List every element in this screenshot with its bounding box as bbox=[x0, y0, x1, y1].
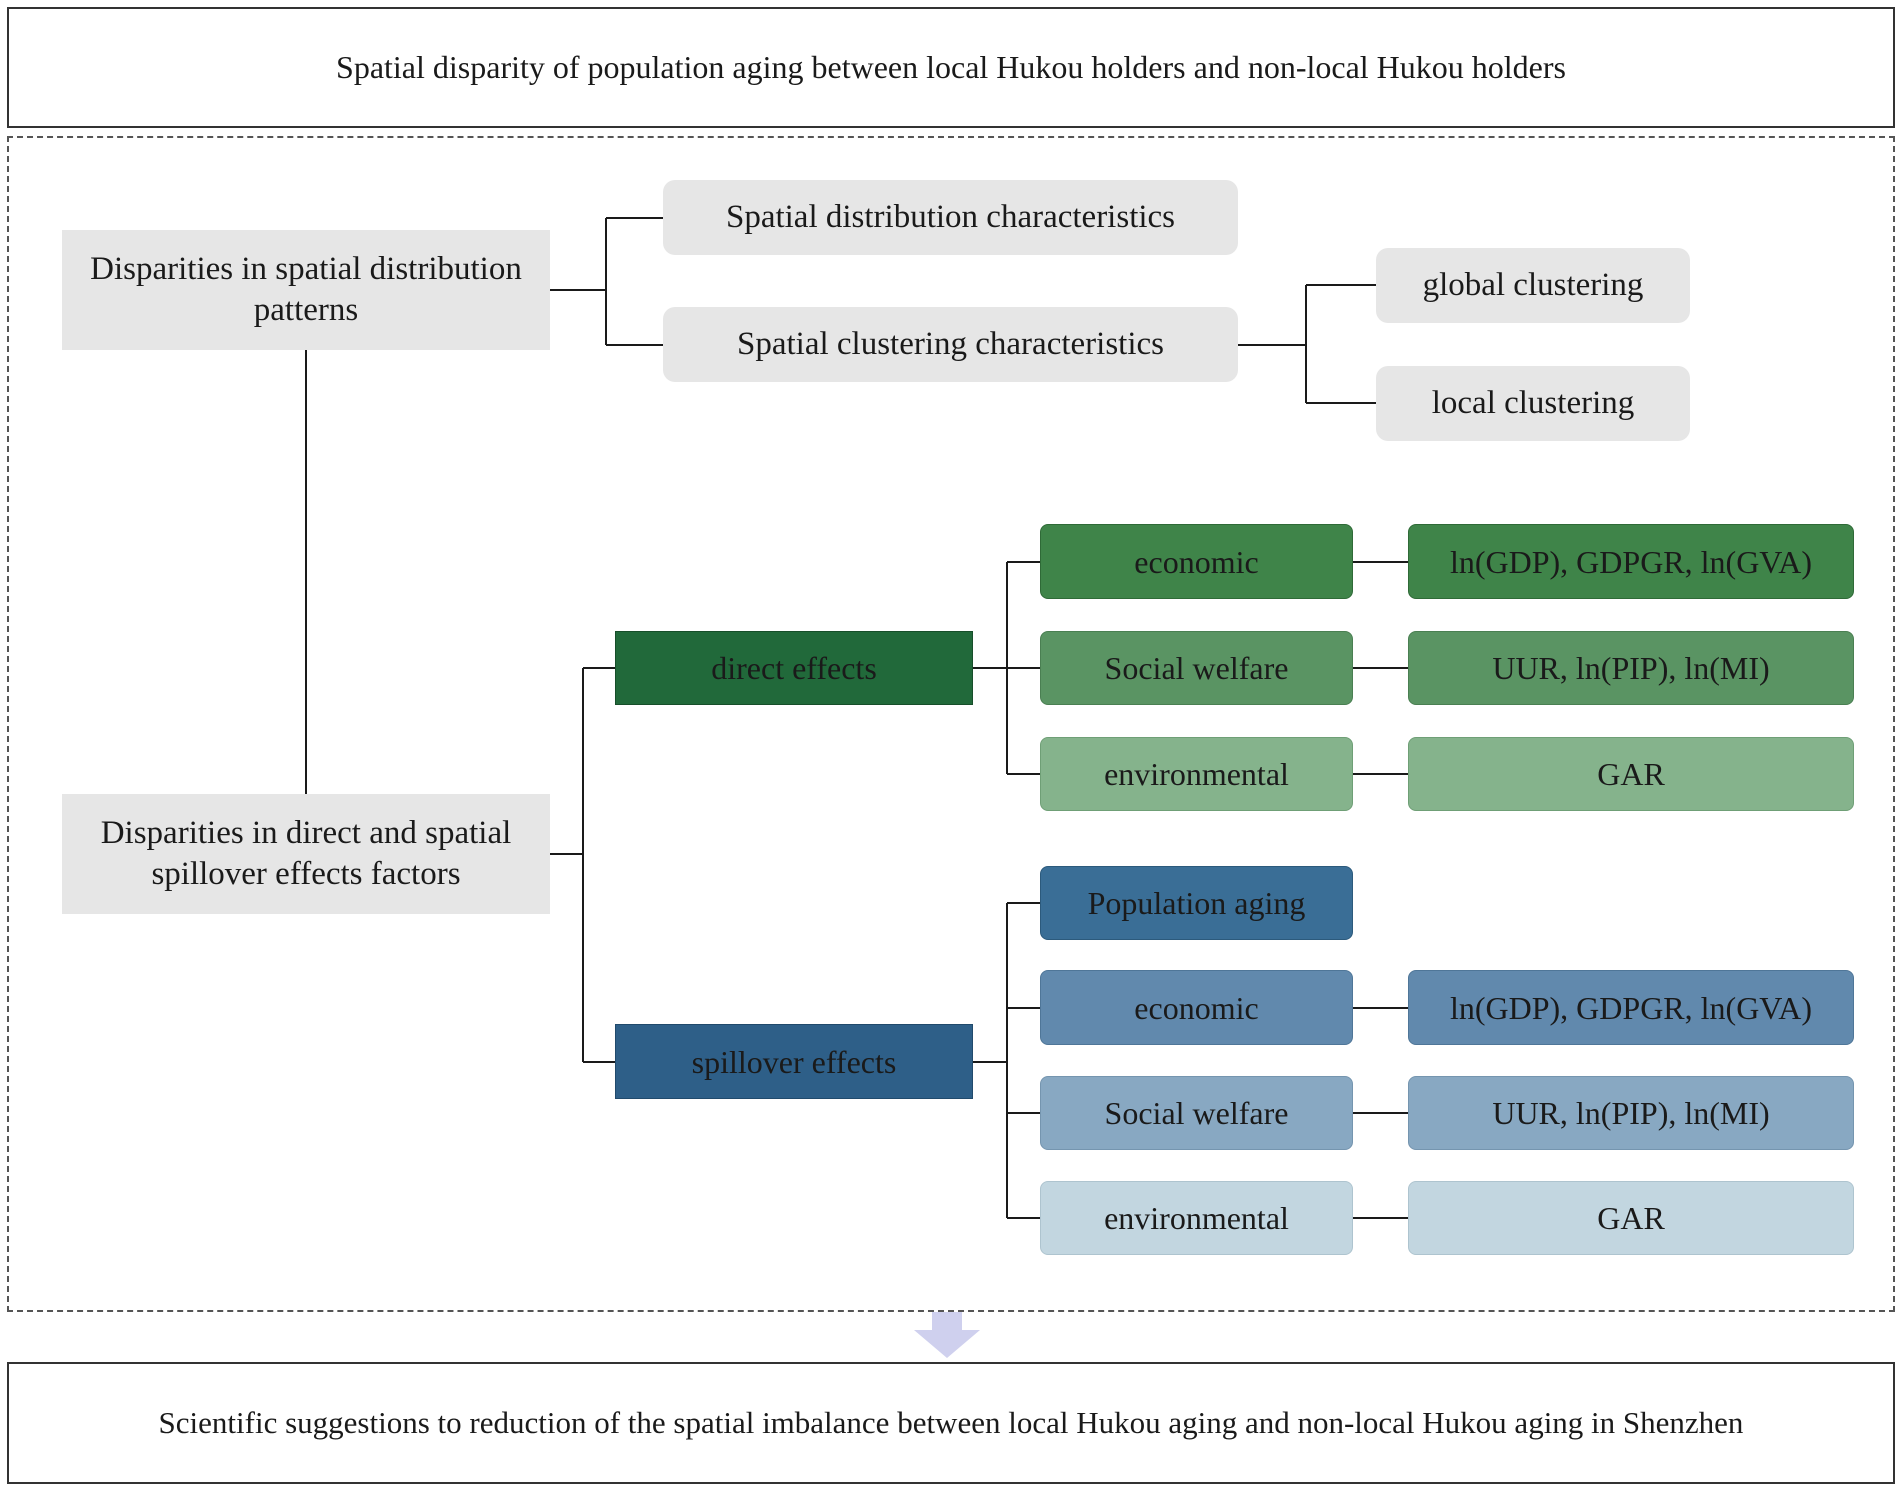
spillover-effects-label: spillover effects bbox=[691, 1043, 897, 1080]
direct-social-vars-label: UUR, ln(PIP), ln(MI) bbox=[1492, 650, 1770, 686]
direct-environmental-label: environmental bbox=[1104, 756, 1289, 792]
direct-environmental-vars-label: GAR bbox=[1597, 756, 1665, 792]
direct-social-box: Social welfare bbox=[1040, 631, 1353, 705]
clustering-characteristics-box: Spatial clustering characteristics bbox=[663, 307, 1238, 382]
footer-text: Scientific suggestions to reduction of t… bbox=[158, 1405, 1744, 1440]
direct-environmental-box: environmental bbox=[1040, 737, 1353, 811]
spillover-economic-label: economic bbox=[1134, 989, 1259, 1026]
direct-social-label: Social welfare bbox=[1104, 650, 1289, 686]
down-arrow-icon bbox=[914, 1312, 980, 1358]
spillover-effects-box: spillover effects bbox=[615, 1024, 973, 1099]
header-banner: Spatial disparity of population aging be… bbox=[7, 7, 1895, 128]
direct-social-vars-box: UUR, ln(PIP), ln(MI) bbox=[1408, 631, 1854, 705]
direct-effects-label: direct effects bbox=[711, 650, 877, 686]
spillover-economic-vars-box: ln(GDP), GDPGR, ln(GVA) bbox=[1408, 970, 1854, 1045]
spillover-environmental-vars-box: GAR bbox=[1408, 1181, 1854, 1255]
header-title: Spatial disparity of population aging be… bbox=[336, 49, 1566, 85]
footer-banner: Scientific suggestions to reduction of t… bbox=[7, 1362, 1895, 1484]
direct-economic-box: economic bbox=[1040, 524, 1353, 599]
distribution-characteristics-box: Spatial distribution characteristics bbox=[663, 180, 1238, 255]
clustering-characteristics-label: Spatial clustering characteristics bbox=[736, 325, 1164, 362]
direct-economic-vars-box: ln(GDP), GDPGR, ln(GVA) bbox=[1408, 524, 1854, 599]
direct-effects-box: direct effects bbox=[615, 631, 973, 705]
spillover-environmental-label: environmental bbox=[1104, 1200, 1289, 1236]
distribution-characteristics-label: Spatial distribution characteristics bbox=[725, 198, 1176, 235]
effects-factors-box: Disparities in direct and spatial spillo… bbox=[62, 794, 550, 914]
spillover-social-box: Social welfare bbox=[1040, 1076, 1353, 1150]
spillover-social-label: Social welfare bbox=[1104, 1095, 1289, 1131]
local-clustering-label: local clustering bbox=[1431, 384, 1635, 421]
distribution-patterns-box: Disparities in spatial distribution patt… bbox=[62, 230, 550, 350]
direct-environmental-vars-box: GAR bbox=[1408, 737, 1854, 811]
spillover-economic-box: economic bbox=[1040, 970, 1353, 1045]
analysis-frame bbox=[7, 136, 1895, 1312]
effects-factors-label: Disparities in direct and spatial spillo… bbox=[100, 814, 512, 892]
spillover-social-vars-label: UUR, ln(PIP), ln(MI) bbox=[1492, 1095, 1770, 1131]
distribution-patterns-label: Disparities in spatial distribution patt… bbox=[90, 250, 522, 328]
direct-economic-vars-label: ln(GDP), GDPGR, ln(GVA) bbox=[1449, 543, 1813, 580]
spillover-environmental-vars-label: GAR bbox=[1597, 1200, 1665, 1236]
spillover-environmental-box: environmental bbox=[1040, 1181, 1353, 1255]
spillover-economic-vars-label: ln(GDP), GDPGR, ln(GVA) bbox=[1449, 989, 1813, 1026]
spillover-social-vars-box: UUR, ln(PIP), ln(MI) bbox=[1408, 1076, 1854, 1150]
local-clustering-box: local clustering bbox=[1376, 366, 1690, 441]
global-clustering-box: global clustering bbox=[1376, 248, 1690, 323]
direct-economic-label: economic bbox=[1134, 543, 1259, 580]
global-clustering-label: global clustering bbox=[1422, 266, 1644, 303]
spillover-population-aging-label: Population aging bbox=[1087, 885, 1306, 921]
spillover-population-aging-box: Population aging bbox=[1040, 866, 1353, 940]
